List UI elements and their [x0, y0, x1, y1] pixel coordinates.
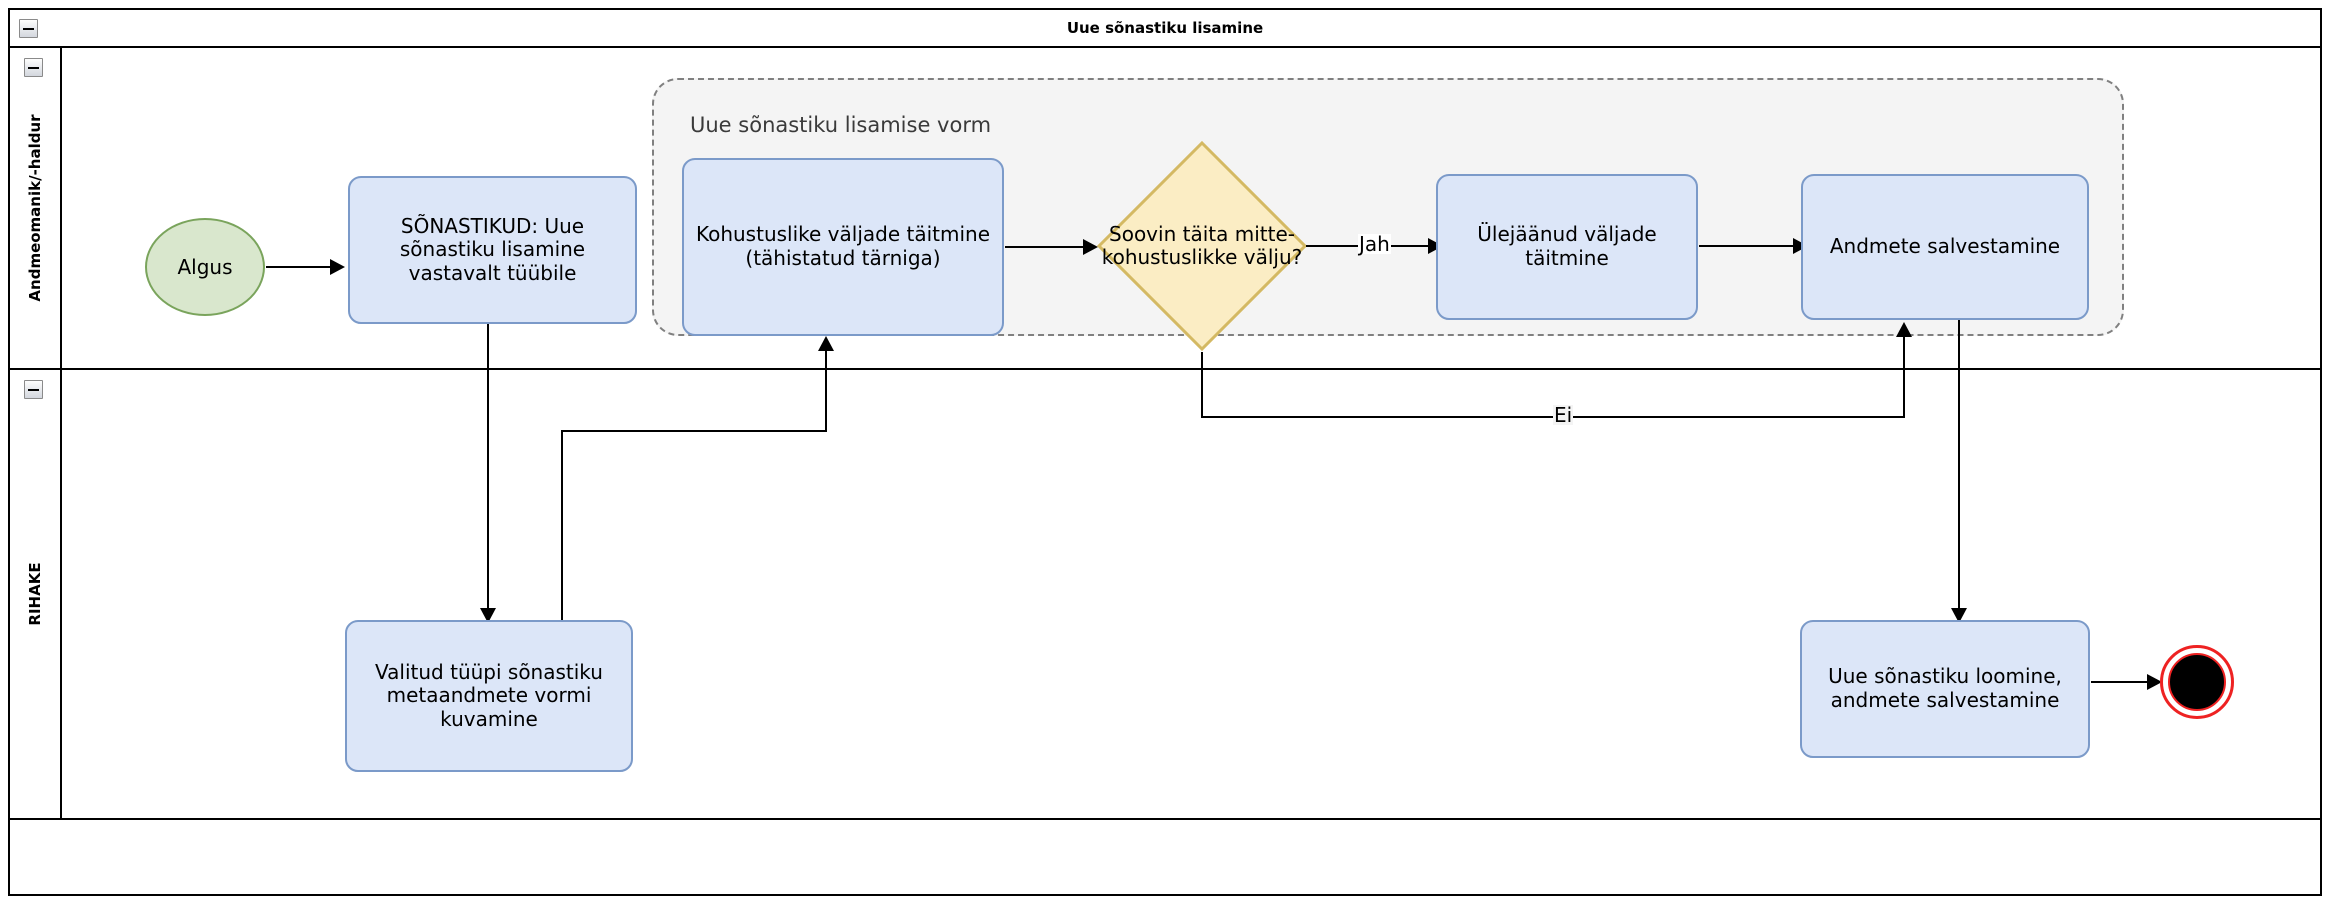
end-event-inner-icon — [2168, 653, 2226, 711]
task-valitud-tuupi-metaandmete-vorm[interactable]: Valitud tüüpi sõnastiku metaandmete vorm… — [345, 620, 633, 772]
task-uue-sonastiku-loomine[interactable]: Uue sõnastiku loomine, andmete salvestam… — [1800, 620, 2090, 758]
arrowhead-salvestamine-to-loomine — [1951, 608, 1967, 623]
connector-ei-vertical-from-gateway — [1201, 352, 1203, 418]
task-metaandmed-label: Valitud tüüpi sõnastiku metaandmete vorm… — [375, 659, 603, 731]
connector-metaandmed-horizontal — [561, 430, 827, 432]
collapse-lane-andmeomanik-button[interactable] — [24, 58, 43, 77]
lane-empty-strip — [10, 820, 2320, 894]
task-andmete-salvestamine[interactable]: Andmete salvestamine — [1801, 174, 2089, 320]
task-ulejaanud-valjade-taitmine[interactable]: Ülejäänud väljade täitmine — [1436, 174, 1698, 320]
task-sonastikud-label: SÕNASTIKUD: Uue sõnastiku lisamine vasta… — [399, 213, 586, 285]
connector-salvestamine-to-loomine — [1958, 320, 1960, 615]
page-title: Uue sõnastiku lisamine — [1066, 19, 1264, 37]
arrowhead-kohustuslikud-to-gateway — [1083, 239, 1098, 255]
edge-label-jah: Jah — [1358, 232, 1391, 256]
lane-label-rihake: RIHAKE — [26, 562, 44, 626]
collapse-lane-rihake-button[interactable] — [24, 380, 43, 399]
connector-sonastikud-to-metaandmed — [487, 324, 489, 614]
arrowhead-metaandmed-to-kohustuslikud — [818, 336, 834, 351]
gateway-diamond-icon — [1096, 140, 1308, 352]
lane-header-andmeomanik: Andmeomanik/-haldur — [10, 48, 62, 368]
connector-ei-vertical-to-salvestamine — [1903, 336, 1905, 418]
task-loomine-label: Uue sõnastiku loomine, andmete salvestam… — [1828, 664, 2062, 712]
connector-loomine-to-end — [2091, 681, 2153, 683]
edge-label-ei: Ei — [1553, 403, 1574, 427]
task-andmete-salvestamine-label: Andmete salvestamine — [1829, 234, 2061, 259]
lane-label-andmeomanik: Andmeomanik/-haldur — [26, 114, 44, 302]
gateway-soovin-taita-mitte-kohustuslikke-valju[interactable]: Soovin täita mitte-kohustuslikke välju? — [1096, 140, 1308, 352]
start-event-algus[interactable]: Algus — [145, 218, 265, 316]
lane-header-rihake: RIHAKE — [10, 370, 62, 818]
connector-metaandmed-to-kohustuslikud — [825, 350, 827, 432]
connector-ulejaanud-to-salvestamine — [1699, 245, 1799, 247]
end-event[interactable] — [2160, 645, 2234, 719]
task-kohustuslike-label: Kohustuslike väljade täitmine (tähistatu… — [695, 222, 991, 270]
arrowhead-ei-to-salvestamine — [1896, 322, 1912, 337]
connector-metaandmed-up-segment — [561, 430, 563, 620]
pool-header: Uue sõnastiku lisamine — [10, 10, 2320, 48]
task-kohustuslike-valjade-taitmine[interactable]: Kohustuslike väljade täitmine (tähistatu… — [682, 158, 1004, 336]
arrowhead-loomine-to-end — [2147, 674, 2162, 690]
collapse-pool-button[interactable] — [19, 19, 38, 38]
start-event-label: Algus — [177, 255, 233, 279]
subprocess-group-label: Uue sõnastiku lisamise vorm — [690, 113, 992, 137]
connector-kohustuslikud-to-gateway — [1005, 246, 1089, 248]
arrowhead-start-to-sonastikud — [330, 259, 345, 275]
arrowhead-sonastikud-to-metaandmed — [480, 608, 496, 623]
task-ulejaanud-label: Ülejäänud väljade täitmine — [1477, 222, 1657, 270]
connector-start-to-sonastikud — [266, 266, 334, 268]
task-sonastikud-uue-sonastiku-lisamine[interactable]: SÕNASTIKUD: Uue sõnastiku lisamine vasta… — [348, 176, 637, 324]
